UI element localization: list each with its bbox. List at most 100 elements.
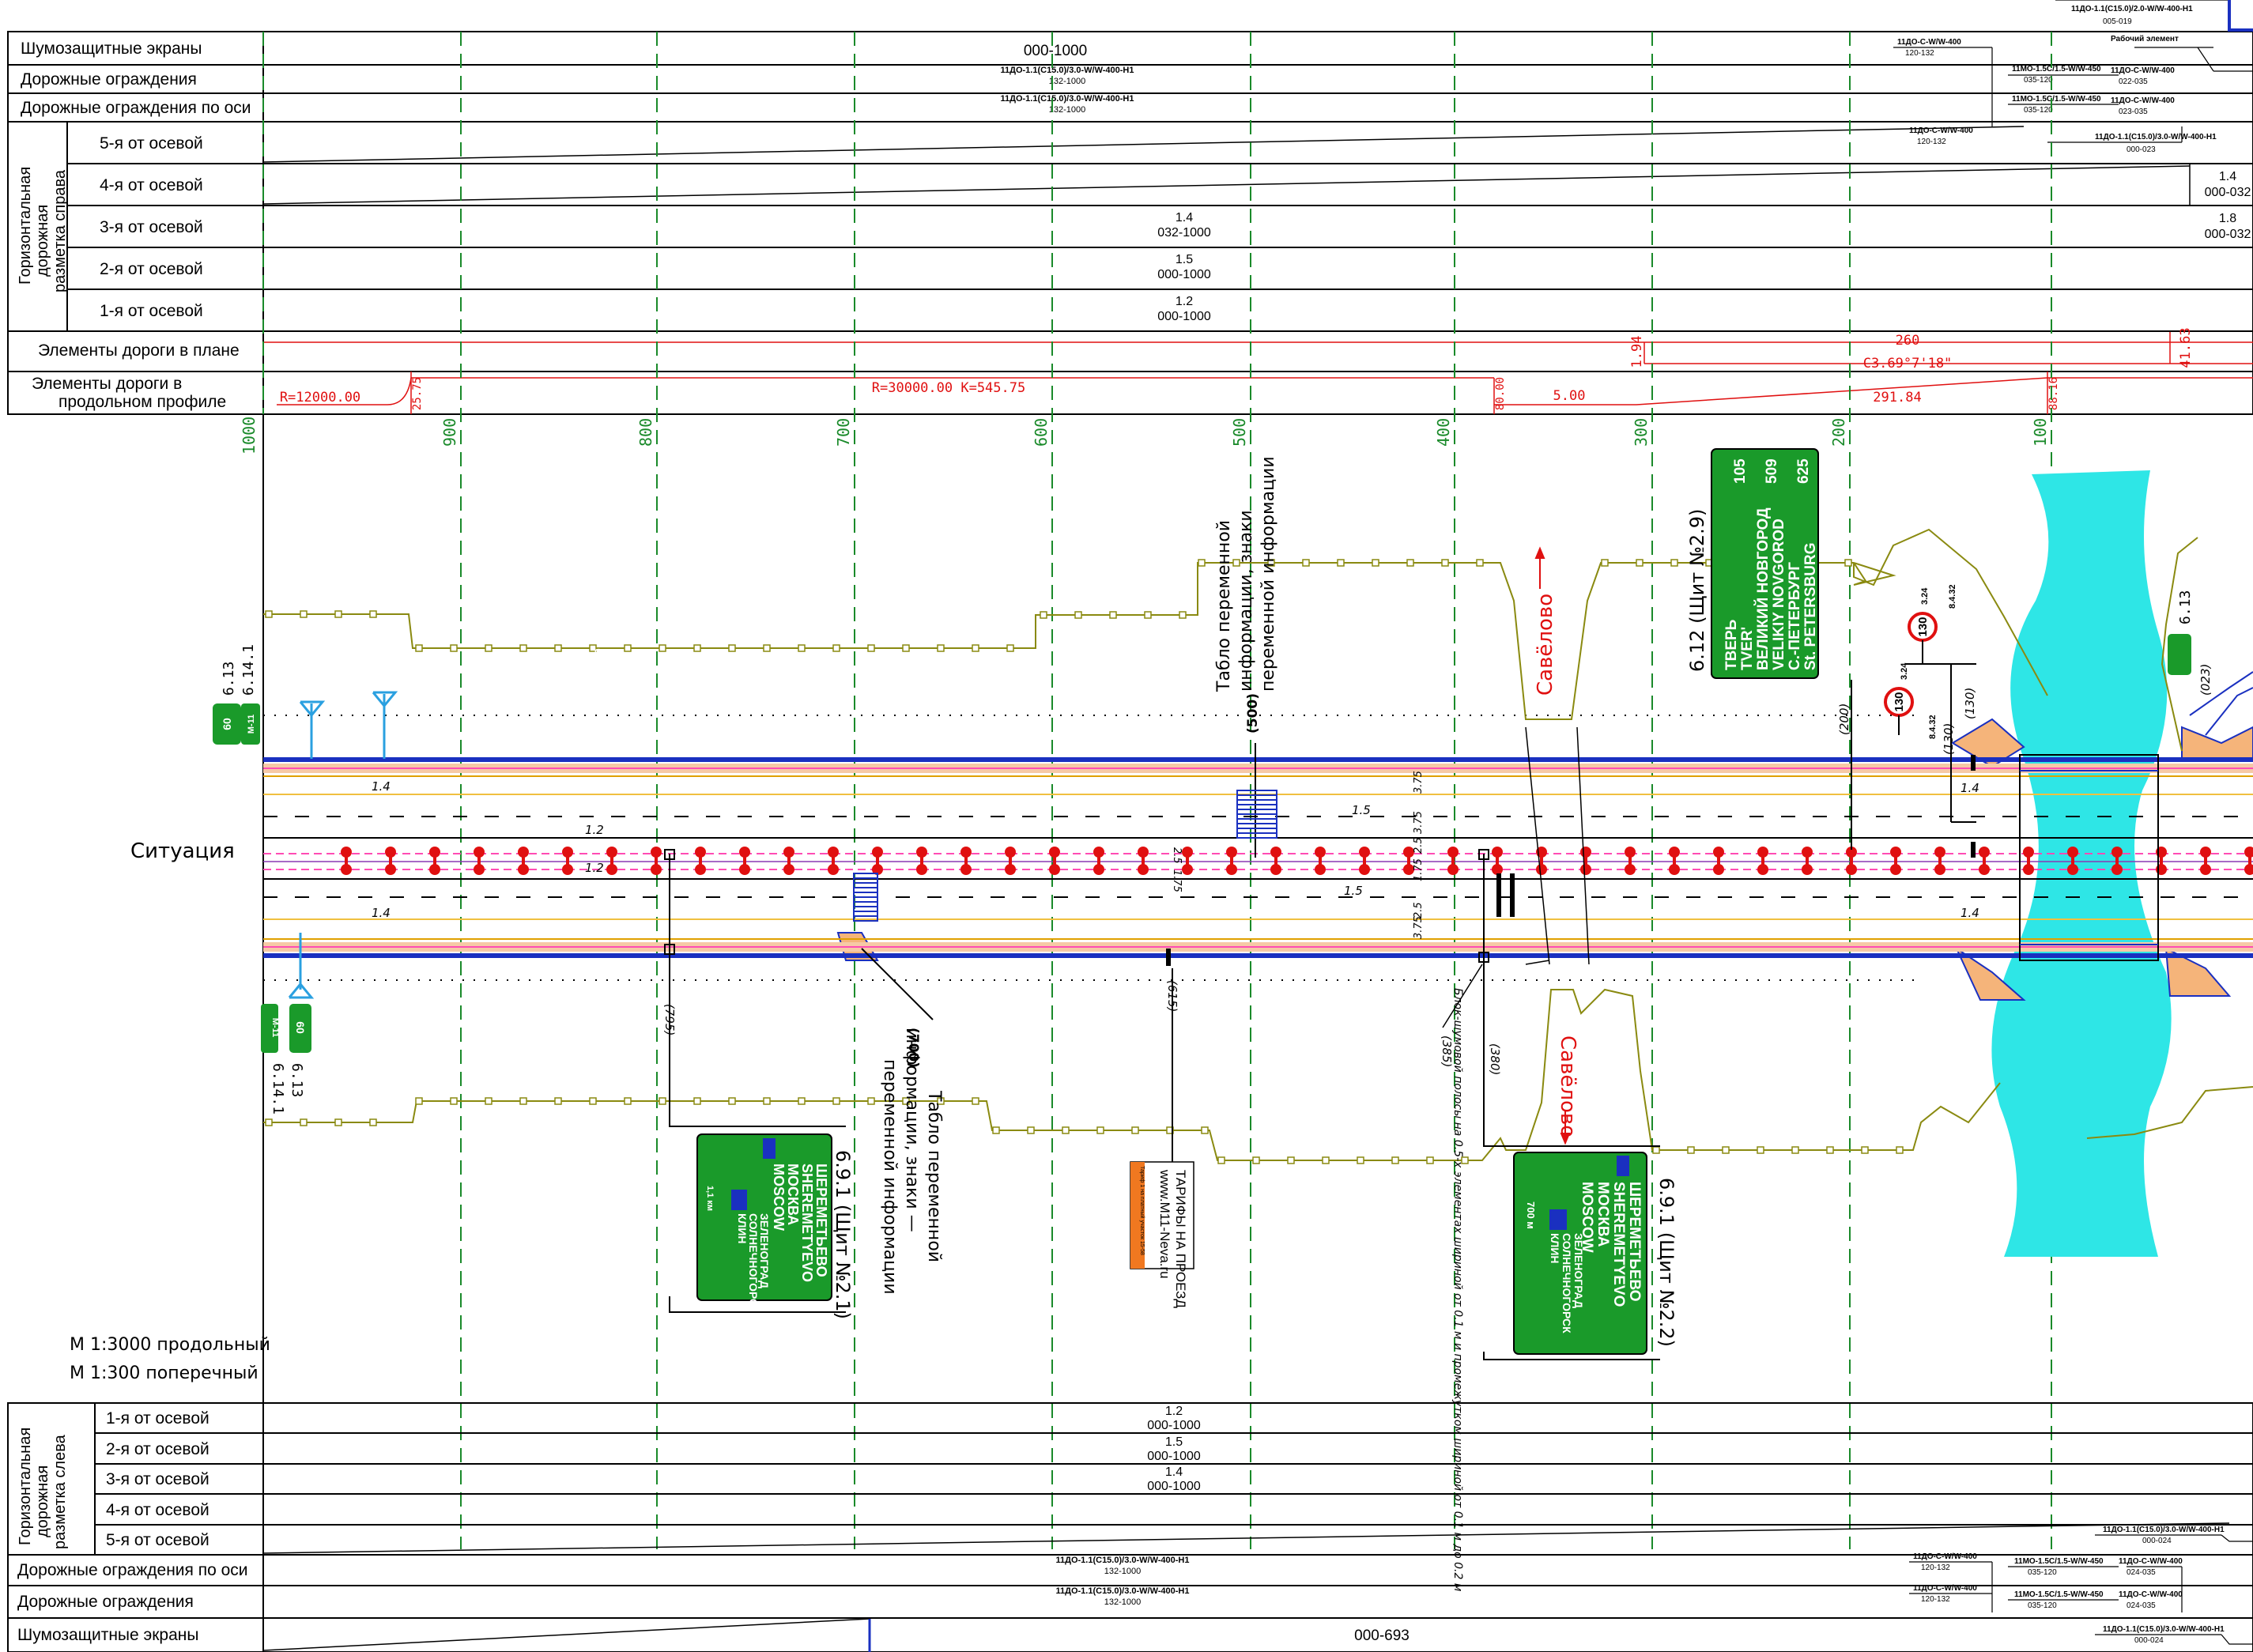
fence-post (1267, 559, 1275, 567)
median-separator-link (1053, 852, 1056, 869)
row-label-marking-5: 5-я от осевой (100, 134, 203, 153)
svg-text:КЛИН: КЛИН (1549, 1233, 1561, 1264)
fence-post (589, 1097, 597, 1105)
fence-post (832, 644, 840, 652)
median-separator-link (1186, 852, 1189, 869)
svg-text:11ДО-С-W/W-400: 11ДО-С-W/W-400 (1913, 1584, 1977, 1593)
fence-post (1476, 559, 1484, 567)
fence-post (450, 1097, 458, 1105)
svg-text:022-035: 022-035 (2119, 77, 2148, 86)
fence-post (1302, 559, 1310, 567)
median-separator-link (1761, 852, 1764, 869)
svg-text:6.13: 6.13 (289, 1063, 305, 1097)
fence-post (1217, 1156, 1225, 1164)
vms-top-line2: информации, знаки (1236, 510, 1256, 692)
fence-post (937, 644, 945, 652)
fence-post (265, 610, 273, 618)
median-separator-link (345, 852, 348, 869)
row-label-marking-3: 3-я от осевой (100, 218, 203, 236)
median-separator-link (1274, 852, 1277, 869)
fence-post (1441, 559, 1449, 567)
small-signs-left (288, 691, 398, 999)
fence-post (369, 1118, 377, 1126)
svg-text:M-11: M-11 (247, 715, 256, 734)
svg-text:3.75: 3.75 (1413, 811, 1425, 834)
fence-post (1198, 559, 1206, 567)
svg-text:11ДО-С-W/W-400: 11ДО-С-W/W-400 (2119, 1557, 2183, 1566)
svg-text:11МО-1.5С/1.5-W/W-450: 11МО-1.5С/1.5-W/W-450 (2012, 95, 2101, 104)
svg-text:291.84: 291.84 (1873, 390, 1921, 405)
fence-post (1006, 644, 1014, 652)
median-separator-link (2204, 852, 2207, 869)
svg-text:M-11: M-11 (270, 1018, 280, 1037)
fence-post (1722, 1146, 1730, 1154)
svg-text:разметка справа: разметка справа (51, 169, 69, 292)
svg-text:59: 59 (592, 648, 605, 661)
svg-text:11ДО-1.1(С15.0)/3.0-W/W-400-Н1: 11ДО-1.1(С15.0)/3.0-W/W-400-Н1 (2103, 1526, 2225, 1534)
fence-post (1027, 1126, 1035, 1134)
speed-limit-values: 130 130 (1893, 617, 1930, 711)
vms-top-pk: (500) (1245, 693, 1261, 734)
station-1000: 1000 (240, 417, 259, 454)
row-label-axis-guardrails: Дорожные ограждения по оси (21, 99, 251, 117)
station-900: 900 (440, 418, 459, 447)
fence-post (1461, 1156, 1469, 1164)
fence-post (554, 1097, 562, 1105)
row-label-plan: Элементы дороги в плане (38, 341, 240, 360)
svg-text:035-120: 035-120 (2028, 1568, 2057, 1577)
median-separator-link (522, 852, 525, 869)
fence-post (334, 1118, 342, 1126)
svg-text:(130): (130) (1942, 723, 1956, 755)
svg-text:TVER': TVER' (1739, 627, 1756, 670)
fence-post (728, 1097, 736, 1105)
svg-text:000-1000: 000-1000 (1147, 1480, 1201, 1493)
fence-post (937, 1097, 945, 1105)
fence-post (369, 610, 377, 618)
svg-text:(130): (130) (1963, 688, 1977, 719)
svg-text:1.5: 1.5 (1165, 1435, 1183, 1449)
fence-post (485, 644, 492, 652)
vms-bottom-line2: информации, знаки — (902, 1028, 922, 1232)
svg-text:дорожная: дорожная (34, 1465, 51, 1537)
savelovo-labels: Савёлово Савёлово (1534, 594, 1579, 1137)
svg-text:(200): (200) (1837, 703, 1851, 735)
median-separator-link (1097, 852, 1100, 869)
fence-post (728, 644, 736, 652)
median-separator-link (1451, 852, 1455, 869)
svg-text:1.4: 1.4 (1961, 781, 1979, 795)
svg-text:www.M11-Neva.ru: www.M11-Neva.ru (1157, 1169, 1172, 1279)
svg-text:000-024: 000-024 (2142, 1537, 2172, 1545)
fence-post (902, 644, 910, 652)
marking-1-range: 000-1000 (1157, 310, 1211, 323)
barrier-stubs (1166, 755, 1976, 966)
svg-text:035-120: 035-120 (2028, 1601, 2057, 1610)
station-500: 500 (1230, 418, 1249, 447)
fence-post (1687, 1146, 1695, 1154)
svg-text:St. PETERSBURG: St. PETERSBURG (1802, 542, 1819, 670)
median-separator-link (832, 852, 835, 869)
median-separators (341, 847, 2253, 875)
median-separator-link (1009, 852, 1012, 869)
svg-text:(615): (615) (1165, 980, 1179, 1012)
svg-text:023-035: 023-035 (2119, 107, 2148, 116)
fence-post (1131, 1126, 1139, 1134)
fence-post (659, 1097, 666, 1105)
fence-post (972, 1097, 979, 1105)
svg-text:3.24: 3.24 (1920, 587, 1930, 605)
svg-text:11ДО-С-W/W-400: 11ДО-С-W/W-400 (2111, 66, 2175, 75)
fence-post (334, 610, 342, 618)
median-separator-link (1363, 852, 1366, 869)
svg-text:1.2: 1.2 (585, 861, 604, 875)
vms-top-line1: Табло переменной (1214, 520, 1234, 692)
median-separator-link (1584, 852, 1587, 869)
axis-guardrail-type: 11ДО-1.1(С15.0)/3.0-W/W-400-Н1 (1000, 94, 1134, 104)
marking-1-value: 1.2 (1176, 295, 1193, 308)
fence-post (763, 644, 771, 652)
pk-labels: (795) (615) (385) (380) (200) (130) (130… (662, 664, 2213, 1076)
median-separator-link (477, 852, 481, 869)
svg-text:SHEREMETYEVO: SHEREMETYEVO (1610, 1182, 1627, 1307)
svg-text:СОЛНЕЧНОГОРСК: СОЛНЕЧНОГОРСК (1560, 1233, 1573, 1333)
svg-text:11ДО-1.1(С15.0)/3.0-W/W-400-Н1: 11ДО-1.1(С15.0)/3.0-W/W-400-Н1 (1055, 1556, 1189, 1565)
svg-text:11ДО-1.1(С15.0)/3.0-W/W-400-Н1: 11ДО-1.1(С15.0)/3.0-W/W-400-Н1 (1055, 1586, 1189, 1596)
median-separator-link (433, 852, 436, 869)
